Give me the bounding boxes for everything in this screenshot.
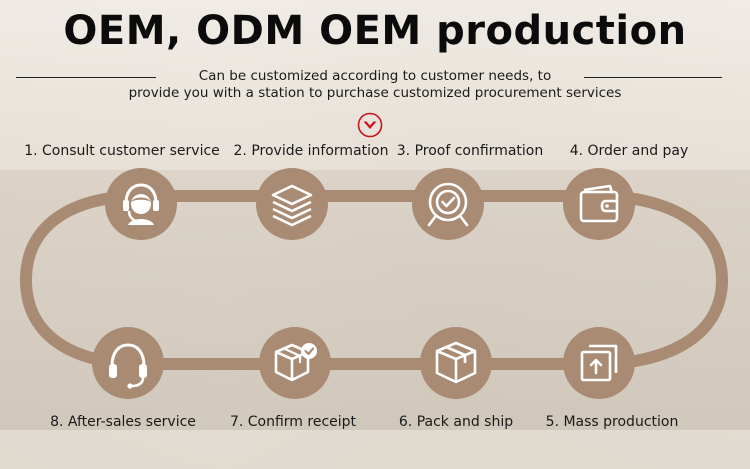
step-after-sales-service bbox=[92, 327, 164, 399]
upload-box-icon bbox=[580, 344, 618, 382]
step-consult-customer-service bbox=[105, 168, 177, 240]
divider-left bbox=[16, 77, 156, 78]
wallet-icon bbox=[579, 184, 619, 223]
step-pack-and-ship bbox=[420, 327, 492, 399]
step-proof-confirmation bbox=[412, 168, 484, 240]
step-confirm-receipt bbox=[259, 327, 331, 399]
step-label-confirm-receipt: 7. Confirm receipt bbox=[229, 414, 357, 430]
divider-right bbox=[584, 77, 722, 78]
headset-agent-icon bbox=[123, 183, 159, 225]
step-label-provide-info: 2. Provide information bbox=[233, 143, 389, 159]
step-label-consult: 1. Consult customer service bbox=[24, 143, 220, 159]
step-label-mass-production: 5. Mass production bbox=[545, 414, 679, 430]
package-check-icon bbox=[274, 343, 317, 382]
package-icon bbox=[435, 341, 477, 384]
headphones-icon bbox=[109, 343, 147, 389]
step-label-after-sales: 8. After-sales service bbox=[50, 414, 196, 430]
layers-icon bbox=[271, 184, 313, 227]
subtitle-line-2: provide you with a station to purchase c… bbox=[128, 85, 622, 101]
step-order-and-pay bbox=[563, 168, 635, 240]
step-mass-production bbox=[563, 327, 635, 399]
step-label-pack-ship: 6. Pack and ship bbox=[398, 414, 514, 430]
step-provide-information bbox=[256, 168, 328, 240]
step-label-order-pay: 4. Order and pay bbox=[569, 143, 689, 159]
check-target-icon bbox=[427, 182, 469, 227]
subtitle: Can be customized according to customer … bbox=[120, 68, 630, 102]
step-label-proof: 3. Proof confirmation bbox=[396, 143, 544, 159]
page-title: OEM, ODM OEM production bbox=[63, 8, 687, 54]
subtitle-line-1: Can be customized according to customer … bbox=[198, 68, 552, 84]
chevron-down-icon bbox=[357, 112, 383, 138]
